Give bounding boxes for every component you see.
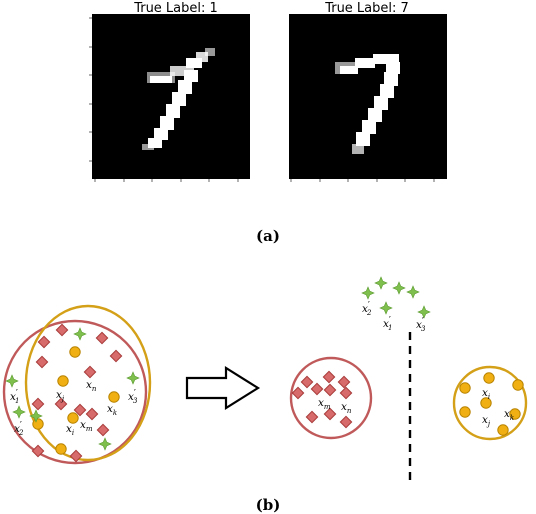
label-x1-prime-right: x′1 (383, 316, 392, 332)
diamond-point (323, 407, 337, 421)
label-xi-left: xi (66, 423, 74, 437)
label-x2-prime-right: x′2 (362, 301, 372, 317)
star-point (417, 305, 431, 319)
circle-point (32, 418, 44, 430)
label-xj-left: xj (56, 389, 65, 403)
circle-point (497, 424, 509, 436)
circle-point (67, 412, 79, 424)
diamond-point (305, 410, 319, 424)
diamond-point (83, 365, 97, 379)
red-cluster-boundary-left (2, 319, 148, 465)
circle-point (512, 379, 524, 391)
star-point (126, 371, 140, 385)
panel-a: True Label: 1 (89, 1, 447, 245)
diamond-point (85, 407, 99, 421)
circle-point (69, 346, 81, 358)
diamond-point (323, 383, 337, 397)
diamond-point (310, 382, 324, 396)
transform-arrow (185, 366, 261, 410)
star-point (361, 286, 375, 300)
panel-b-label: (b) (256, 496, 281, 514)
star-point (392, 281, 406, 295)
red-class-points-left (31, 323, 123, 463)
star-point (379, 301, 393, 315)
red-cluster-right: xm xn (289, 356, 373, 440)
diamond-point (54, 397, 68, 411)
gold-class-points-right (459, 372, 524, 436)
circle-point (483, 372, 495, 384)
label-xm-left: xm (80, 419, 93, 433)
image-1-title: True Label: 1 (133, 1, 218, 16)
mnist-image-1 (89, 14, 250, 182)
circle-point (459, 382, 471, 394)
diamond-point (73, 403, 87, 417)
unlabeled-points-right (361, 276, 431, 319)
red-class-points-right (291, 370, 353, 429)
star-point (374, 276, 388, 290)
diamond-point (300, 375, 314, 389)
diamond-point (37, 335, 51, 349)
label-xj-right: xj (482, 414, 491, 428)
circle-point (459, 406, 471, 418)
mnist-image-2 (289, 14, 447, 182)
label-xn-right: xn (341, 401, 352, 415)
circle-point (480, 397, 492, 409)
separated-unlabeled-group: x′2 x′1 x′3 (361, 276, 431, 333)
star-point (98, 437, 112, 451)
star-point (12, 405, 26, 419)
label-x3-prime-right: x′3 (416, 317, 426, 333)
label-xm-right: xm (318, 397, 331, 411)
diamond-point (291, 386, 305, 400)
label-xn-left: xn (86, 379, 97, 393)
diamond-point (109, 349, 123, 363)
label-x2-prime-left: x′2 (14, 421, 24, 437)
red-cluster-boundary-right (289, 356, 373, 440)
circle-point (57, 375, 69, 387)
diamond-point (69, 449, 83, 463)
image-2-title: True Label: 7 (324, 1, 409, 16)
label-x1-prime-left: x′1 (10, 389, 19, 405)
label-xk-left: xk (107, 403, 117, 417)
label-xk-right: xk (504, 408, 514, 422)
gold-cluster-right: xi xj xk (452, 365, 528, 441)
diamond-point (339, 386, 353, 400)
circle-point (509, 408, 521, 420)
gold-class-points-left (32, 346, 120, 455)
diamond-point (55, 323, 69, 337)
star-point (406, 285, 420, 299)
gold-cluster-boundary-left (24, 304, 152, 462)
diamond-point (322, 370, 336, 384)
label-x3-prime-left: x′3 (128, 389, 138, 405)
gold-cluster-boundary-right (452, 365, 528, 441)
label-xi-right: xi (482, 387, 490, 401)
left-cluster-group: x′1 x′2 x′3 xj xn xk xi xm (2, 304, 152, 465)
diamond-point (35, 355, 49, 369)
panel-a-label: (a) (256, 227, 280, 245)
circle-point (55, 443, 67, 455)
circle-point (108, 391, 120, 403)
diamond-point (339, 415, 353, 429)
diamond-point (337, 375, 351, 389)
diamond-point (31, 444, 45, 458)
star-point (73, 327, 87, 341)
panel-b: x′1 x′2 x′3 xj xn xk xi xm (2, 276, 528, 514)
diamond-point (96, 423, 110, 437)
star-point (5, 374, 19, 388)
diamond-point (31, 397, 45, 411)
diamond-point (95, 331, 109, 345)
